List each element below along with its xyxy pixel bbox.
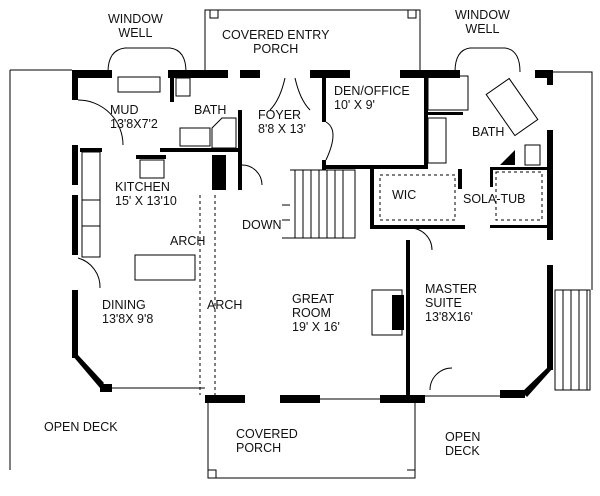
label-master-bath: BATH xyxy=(472,125,505,139)
entry-porch xyxy=(204,9,421,72)
fixtures xyxy=(81,75,543,395)
toilet xyxy=(175,77,191,97)
kitchen-counter xyxy=(81,151,101,258)
window-well-right xyxy=(454,47,521,73)
window-well-left xyxy=(107,47,187,73)
label-open-deck-left: OPEN DECK xyxy=(44,420,118,434)
label-wic: WIC xyxy=(392,188,417,202)
vanity xyxy=(179,127,211,147)
bathtub xyxy=(485,77,539,137)
label-down: DOWN xyxy=(242,218,282,232)
label-sola-tub: SOLA-TUB xyxy=(463,192,526,206)
interior-walls xyxy=(80,72,548,395)
deck-stairs xyxy=(554,289,591,391)
sink-counter xyxy=(139,159,165,179)
kitchen-island xyxy=(134,254,196,281)
label-arch-dining: ARCH xyxy=(207,298,243,312)
double-vanity xyxy=(427,117,447,164)
label-arch-kitchen: ARCH xyxy=(170,234,206,248)
doors xyxy=(77,77,453,391)
toilet xyxy=(524,144,541,166)
arch-opening xyxy=(199,195,216,395)
range xyxy=(81,199,101,227)
shower xyxy=(211,117,237,149)
covered-porch xyxy=(207,400,416,479)
exterior-walls xyxy=(72,70,553,403)
label-bath: BATH xyxy=(194,103,227,117)
deck-outline xyxy=(9,69,593,470)
sola-tub-shelf xyxy=(495,171,543,221)
stairs-down xyxy=(282,169,356,239)
wic-shelving xyxy=(379,174,456,221)
master-shower xyxy=(427,75,469,111)
washer-dryer xyxy=(117,76,161,93)
